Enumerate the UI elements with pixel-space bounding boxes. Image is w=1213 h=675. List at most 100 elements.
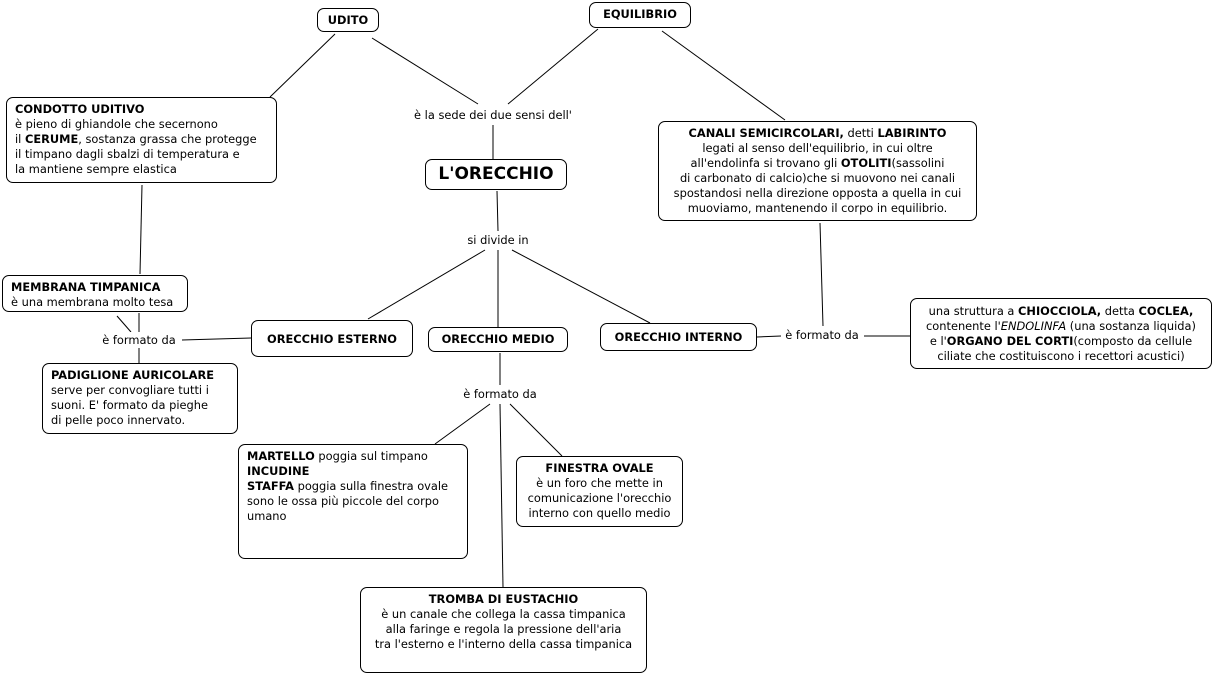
link-label-formato-esterno: è formato da — [100, 332, 178, 348]
node-text-line: alla faringe e regola la pressione dell'… — [369, 622, 638, 637]
text-segment: è un canale che collega la cassa timpani… — [381, 607, 626, 621]
node-orecchio-medio[interactable]: ORECCHIO MEDIO — [428, 327, 568, 352]
node-text-line: PADIGLIONE AURICOLARE — [51, 368, 229, 383]
node-orecchio[interactable]: L'ORECCHIO — [425, 159, 567, 190]
node-text-line: contenente l'ENDOLINFA (una sostanza liq… — [919, 319, 1203, 334]
text-segment: CERUME — [24, 132, 79, 146]
link-formato-tromba — [499, 403, 504, 588]
text-segment: OTOLITI — [840, 156, 892, 170]
text-segment: , sostanza grassa che protegge — [78, 132, 257, 146]
node-text-line: STAFFA poggia sulla finestra ovale — [247, 479, 459, 494]
node-text-line: è una membrana molto tesa — [11, 295, 179, 310]
text-segment: ORECCHIO MEDIO — [441, 332, 555, 346]
node-text-line: INCUDINE — [247, 464, 459, 479]
node-text-line: serve per convogliare tutti i — [51, 383, 229, 398]
node-text-line: interno con quello medio — [525, 506, 674, 521]
text-segment: PADIGLIONE AURICOLARE — [51, 368, 215, 382]
link-udito-sede — [371, 37, 479, 105]
link-canali-formato — [819, 222, 824, 327]
node-equilibrio[interactable]: EQUILIBRIO — [589, 2, 691, 28]
node-text-line: di pelle poco innervato. — [51, 413, 229, 428]
text-segment: una struttura a — [928, 304, 1019, 318]
text-segment: ciliate che costituiscono i recettori ac… — [937, 349, 1185, 363]
text-segment: di pelle poco innervato. — [51, 413, 186, 427]
text-segment: legati al senso dell'equilibrio, in cui … — [702, 141, 933, 155]
node-text-line: ORECCHIO ESTERNO — [258, 332, 406, 347]
node-text-line: MEMBRANA TIMPANICA — [11, 280, 179, 295]
node-text-line: umano — [247, 509, 459, 524]
node-orecchio-interno[interactable]: ORECCHIO INTERNO — [600, 323, 757, 351]
text-segment: spostandosi nella direzione opposta a qu… — [673, 186, 962, 200]
node-text-line: CONDOTTO UDITIVO — [15, 102, 268, 117]
text-segment: suoni. E' formato da pieghe — [51, 398, 208, 412]
text-segment: tra l'esterno e l'interno della cassa ti… — [374, 637, 633, 651]
node-text-line: legati al senso dell'equilibrio, in cui … — [667, 141, 968, 156]
text-segment: FINESTRA OVALE — [545, 461, 654, 475]
text-segment: è una membrana molto tesa — [11, 295, 174, 309]
link-formato-esterno — [181, 337, 252, 341]
text-segment: il timpano dagli sbalzi di temperatura e — [15, 147, 240, 161]
node-text-line: ORECCHIO MEDIO — [435, 332, 561, 347]
node-text-line: ORECCHIO INTERNO — [607, 330, 750, 345]
link-formato-martello — [434, 403, 491, 445]
node-text-line: MARTELLO poggia sul timpano — [247, 449, 459, 464]
text-segment: interno con quello medio — [528, 506, 671, 520]
node-orecchio-esterno[interactable]: ORECCHIO ESTERNO — [251, 320, 413, 357]
node-text-line: muoviamo, mantenendo il corpo in equilib… — [667, 201, 968, 216]
text-segment: contenente l' — [926, 319, 1001, 333]
node-text-line: di carbonato di calcio)che si muovono ne… — [667, 171, 968, 186]
text-segment: è un foro che mette in — [536, 476, 663, 490]
link-orecchio-divide — [496, 190, 499, 232]
node-text-line: sono le ossa più piccole del corpo — [247, 494, 459, 509]
link-divide-interno — [511, 249, 651, 324]
text-segment: (una sostanza liquida) — [1066, 319, 1196, 333]
node-text-line: L'ORECCHIO — [434, 164, 558, 184]
text-segment: UDITO — [327, 13, 369, 27]
text-segment: (composto da cellule — [1073, 334, 1193, 348]
link-interno-formato — [756, 335, 782, 338]
node-text-line: UDITO — [324, 13, 372, 28]
node-text-line: suoni. E' formato da pieghe — [51, 398, 229, 413]
text-segment: è pieno di ghiandole che secernono — [15, 117, 218, 131]
text-segment: detti — [843, 126, 878, 140]
link-label-formato-interno: è formato da — [783, 327, 861, 343]
text-segment: poggia sulla finestra ovale — [293, 479, 449, 493]
text-segment: EQUILIBRIO — [603, 7, 677, 21]
text-segment: serve per convogliare tutti i — [51, 383, 209, 397]
text-segment: comunicazione l'orecchio — [527, 491, 672, 505]
text-segment: CONDOTTO UDITIVO — [15, 102, 145, 116]
text-segment: CANALI SEMICIRCOLARI, — [688, 126, 844, 140]
text-segment: all'endolinfa si trovano gli — [690, 156, 841, 170]
text-segment: di carbonato di calcio)che si muovono ne… — [679, 171, 956, 185]
link-divide-esterno — [367, 249, 486, 320]
link-condotto-membrana — [139, 184, 143, 275]
text-segment: il — [15, 132, 25, 146]
link-equilibrio-canali — [661, 30, 786, 121]
text-segment: ORECCHIO INTERNO — [614, 330, 743, 344]
node-text-line: il timpano dagli sbalzi di temperatura e — [15, 147, 268, 162]
node-text-line: tra l'esterno e l'interno della cassa ti… — [369, 637, 638, 652]
node-text-line: all'endolinfa si trovano gli OTOLITI(sas… — [667, 156, 968, 171]
link-label-sede: è la sede dei due sensi dell' — [412, 107, 574, 123]
text-segment: INCUDINE — [247, 464, 310, 478]
link-label-divide: si divide in — [465, 232, 531, 248]
node-text-line: CANALI SEMICIRCOLARI, detti LABIRINTO — [667, 126, 968, 141]
text-segment: L'ORECCHIO — [438, 164, 554, 184]
text-segment: la mantiene sempre elastica — [15, 162, 177, 176]
node-coclea[interactable]: una struttura a CHIOCCIOLA, detta COCLEA… — [910, 298, 1212, 369]
node-text-line: spostandosi nella direzione opposta a qu… — [667, 186, 968, 201]
text-segment: (sassolini — [891, 156, 945, 170]
text-segment: poggia sul timpano — [314, 449, 428, 463]
text-segment: TROMBA DI EUSTACHIO — [428, 592, 579, 606]
node-text-line: è un canale che collega la cassa timpani… — [369, 607, 638, 622]
text-segment: muoviamo, mantenendo il corpo in equilib… — [687, 201, 948, 215]
node-udito[interactable]: UDITO — [317, 8, 379, 32]
